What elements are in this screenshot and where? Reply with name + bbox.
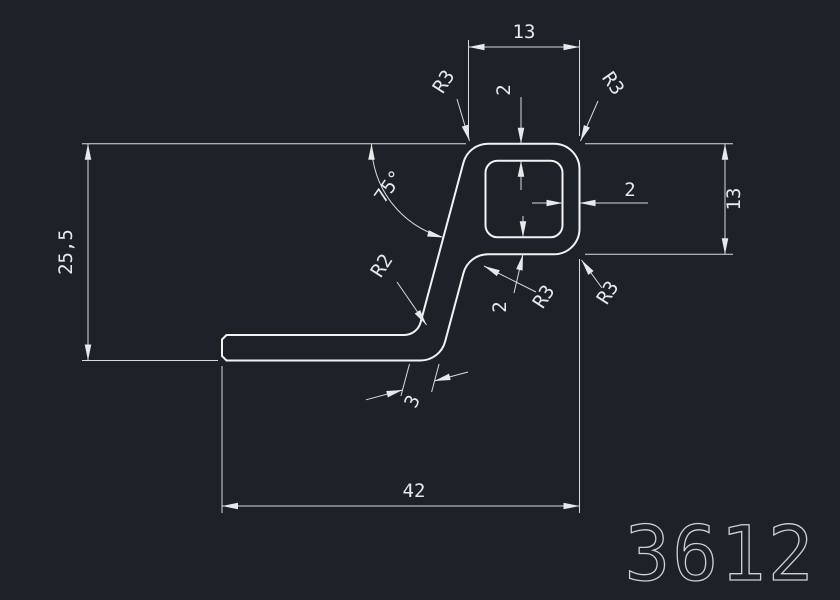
dim-right-wall: 2	[532, 179, 648, 207]
dim-label-top-wall: 2	[493, 84, 515, 95]
dim-label-top-width: 13	[513, 21, 536, 43]
dim-label-bottom-width: 42	[403, 480, 426, 502]
dim-label-right-height: 13	[723, 188, 745, 211]
dim-top-width: 13	[468, 21, 580, 136]
dim-bottom-wall: 2	[489, 216, 527, 313]
dim-overall-height: 25,5	[55, 143, 466, 361]
dim-label-right-wall: 2	[624, 179, 635, 201]
part-inner-bore	[484, 159, 564, 239]
dim-label-overall-height: 25,5	[55, 229, 77, 275]
dim-label-bottom-wall: 2	[489, 301, 511, 312]
dim-right-height: 13	[585, 143, 745, 255]
dim-top-wall: 2	[493, 84, 525, 190]
dim-bottom-width: 42	[221, 259, 580, 513]
part-number-text: 3612	[624, 509, 815, 598]
